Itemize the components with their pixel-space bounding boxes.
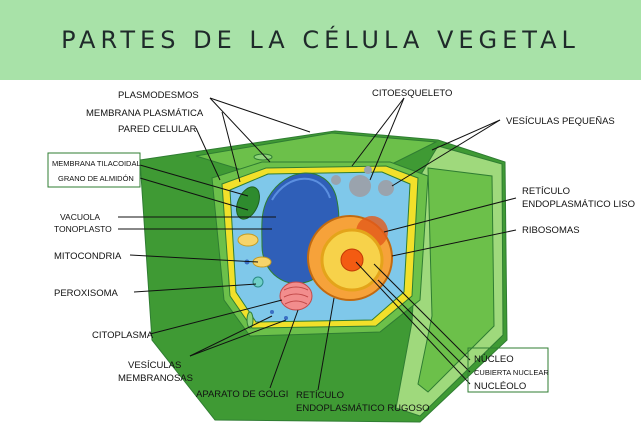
label-vesiculas-pequenas: VESÍCULAS PEQUEÑAS (506, 116, 615, 127)
leader-citoesqueleto (351, 97, 405, 167)
leader-plasmodesmos (209, 97, 311, 133)
leader-citoesqueleto (369, 97, 405, 181)
leader-ribosomas (391, 229, 517, 257)
small-vesicle (378, 180, 394, 196)
label-nucleo: NÚCLEO (474, 354, 514, 365)
label-grano-almidon: GRANO DE ALMIDÓN (58, 174, 134, 183)
tonoplast-highlight (271, 177, 331, 201)
leader-lines (118, 97, 517, 391)
mitochondrion (237, 233, 259, 247)
label-nucleolo: NUCLÉOLO (474, 381, 526, 392)
label-reticulo-rugoso-2: ENDOPLASMÁTICO RUGOSO (296, 403, 430, 414)
leader-vesiculas-pequenas (391, 119, 501, 187)
label-peroxisoma: PEROXISOMA (54, 288, 119, 299)
peroxisome (252, 276, 264, 288)
label-vesiculas-membranosas-2: MEMBRANOSAS (118, 373, 193, 384)
label-mitocondria: MITOCONDRIA (54, 251, 122, 262)
label-box-chloroplast (47, 152, 141, 188)
label-membrana-plasmatica: MEMBRANA PLASMÁTICA (86, 108, 204, 119)
leader-grano-almidon (139, 177, 249, 211)
plasmodesma (246, 311, 254, 329)
labels-right: CITOESQUELETO VESÍCULAS PEQUEÑAS RETÍCUL… (372, 88, 635, 392)
vesicle (244, 259, 250, 265)
leader-vesiculas-membranosas (189, 315, 273, 357)
small-vesicle (364, 166, 372, 174)
leader-peroxisoma (133, 283, 257, 293)
title-banner (0, 0, 641, 80)
leader-nucleolo (355, 261, 471, 385)
label-cubierta-nuclear: CUBIERTA NUCLEAR (474, 368, 549, 377)
golgi-apparatus (279, 281, 313, 311)
chloroplast (236, 186, 260, 220)
leader-cubierta-nuclear (377, 279, 471, 373)
vesicle (284, 316, 288, 320)
leader-pared-celular (195, 127, 221, 181)
small-vesicle (331, 175, 341, 185)
label-plasmodesmos: PLASMODESMOS (118, 90, 199, 101)
leader-citoplasma (149, 299, 283, 335)
label-vesiculas-membranosas-1: VESÍCULAS (128, 360, 181, 371)
label-pared-celular: PARED CELULAR (118, 124, 197, 135)
small-vesicle (349, 175, 371, 197)
plant-cell (139, 130, 508, 423)
label-tonoplasto: TONOPLASTO (54, 224, 112, 234)
label-membrana-tilacoidal: MEMBRANA TILACOIDAL (52, 159, 141, 168)
leader-reticulo-liso (383, 197, 517, 233)
leader-mitocondria (129, 254, 259, 263)
label-ribosomas: RIBOSOMAS (522, 225, 580, 236)
cell-wall-side-inner (417, 167, 495, 393)
label-citoesqueleto: CITOESQUELETO (372, 88, 452, 99)
label-vacuola: VACUOLA (60, 212, 100, 222)
leader-vesiculas-pequenas (431, 119, 501, 151)
label-reticulo-liso-1: RETÍCULO (522, 186, 570, 197)
leader-membrana-plasmatica (221, 111, 241, 183)
page-title: PARTES DE LA CÉLULA VEGETAL (61, 26, 580, 54)
label-citoplasma: CITOPLASMA (92, 330, 154, 341)
labels-left: PLASMODESMOS MEMBRANA PLASMÁTICA PARED C… (52, 90, 430, 414)
leader-membrana-tilacoidal (139, 164, 249, 197)
vesicle (270, 310, 274, 314)
label-aparato-golgi: APARATO DE GOLGI (196, 389, 288, 400)
leader-reticulo-rugoso (317, 297, 335, 391)
leader-vesiculas-membranosas (189, 319, 287, 357)
label-reticulo-rugoso-1: RETÍCULO (296, 390, 344, 401)
label-reticulo-liso-2: ENDOPLASMÁTICO LISO (522, 199, 635, 210)
leader-plasmodesmos (209, 97, 271, 163)
leader-aparato-golgi (269, 309, 299, 389)
leader-nucleo (373, 263, 471, 361)
label-box-nucleus (467, 347, 549, 393)
golgi-stack (283, 286, 309, 305)
nucleolus (340, 248, 364, 272)
